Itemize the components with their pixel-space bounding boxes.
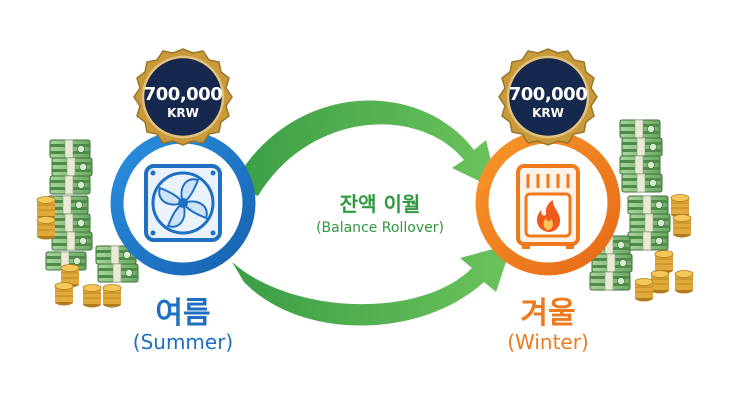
- rollover-arrows: [232, 100, 512, 326]
- summer-badge-amount: 700,000: [143, 84, 223, 105]
- summer-label-ko: 여름: [155, 296, 211, 331]
- upper-arrow: [232, 100, 498, 196]
- winter-badge-currency: KRW: [532, 106, 564, 120]
- winter-amount-badge: [498, 48, 598, 146]
- winter-badge-amount: 700,000: [508, 84, 588, 105]
- winter-circle: [475, 130, 621, 276]
- heater-flame-icon: [516, 164, 580, 249]
- summer-circle: [110, 130, 256, 276]
- summer-badge-currency: KRW: [167, 106, 199, 120]
- fan-icon: [144, 164, 222, 242]
- rollover-label-en: (Balance Rollover): [316, 220, 444, 236]
- winter-label-en: (Winter): [507, 330, 589, 354]
- lower-arrow: [232, 244, 512, 326]
- summer-amount-badge: [133, 48, 233, 146]
- rollover-label-ko: 잔액 이월: [339, 192, 421, 216]
- summer-label-en: (Summer): [132, 330, 234, 354]
- winter-label-ko: 겨울: [520, 296, 576, 331]
